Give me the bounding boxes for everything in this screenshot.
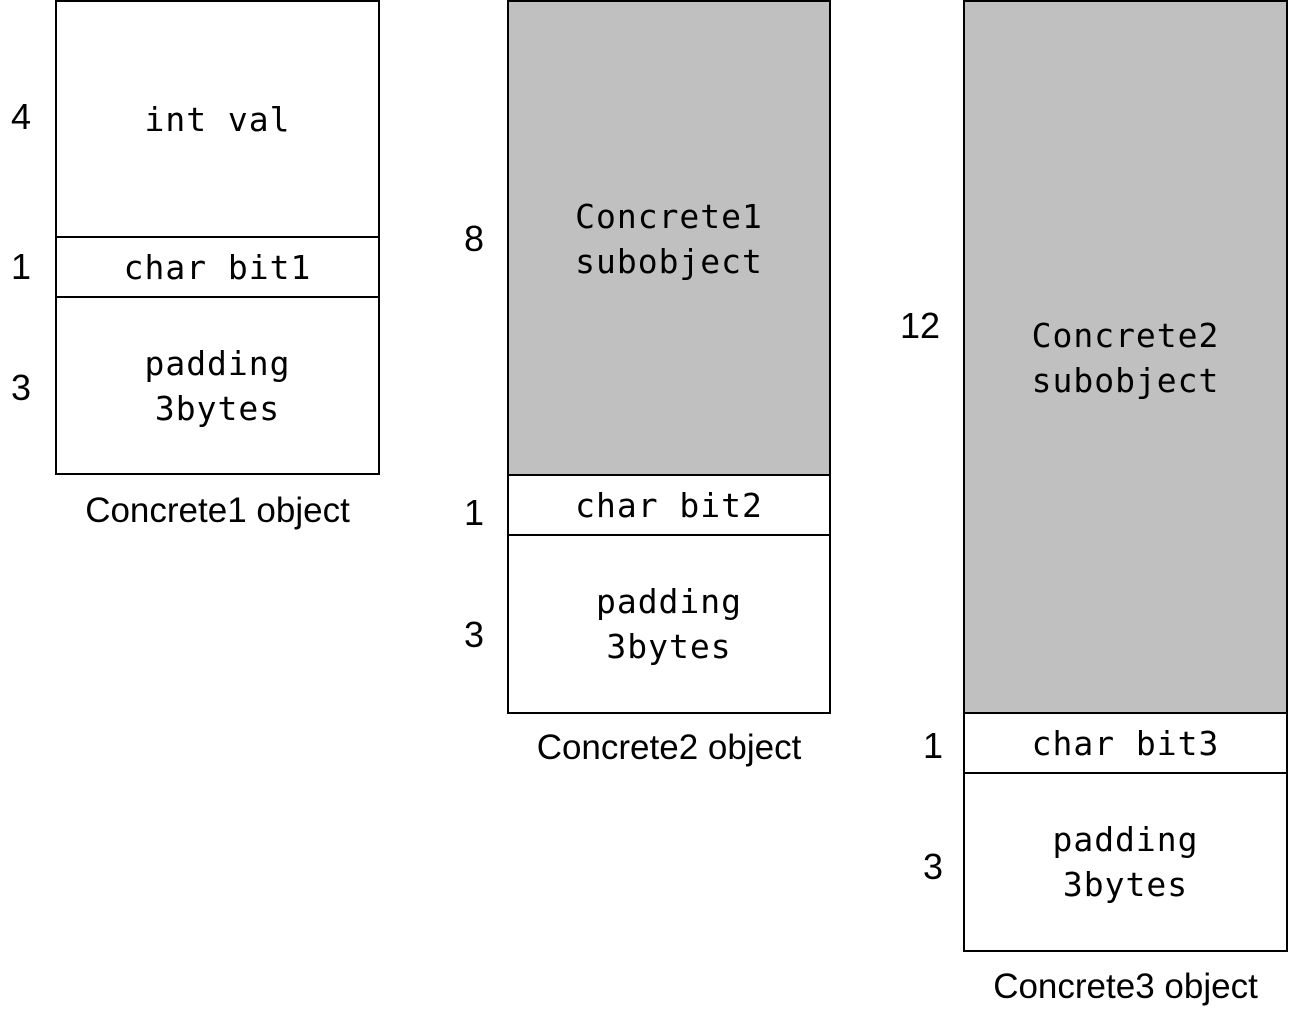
field-concrete1-subobject: Concrete1 subobject: [507, 0, 831, 477]
size-label-char-bit2: 1: [463, 492, 485, 533]
size-label-padding: 3: [463, 614, 485, 655]
field-char-bit3: char bit3: [963, 712, 1288, 774]
size-label-subobject: 12: [899, 305, 941, 346]
size-label-padding: 3: [922, 846, 944, 887]
field-int-val: int val: [55, 0, 380, 238]
field-padding: padding 3bytes: [963, 772, 1288, 952]
size-label-char-bit3: 1: [922, 725, 944, 766]
size-label-padding: 3: [10, 367, 32, 408]
size-label-char-bit1: 1: [10, 246, 32, 287]
field-char-bit1: char bit1: [55, 236, 380, 298]
object-caption: Concrete1 object: [85, 491, 350, 530]
object-caption: Concrete3 object: [993, 967, 1258, 1006]
field-char-bit2: char bit2: [507, 474, 831, 536]
size-label-int-val: 4: [10, 96, 32, 137]
size-label-subobject: 8: [463, 218, 485, 259]
field-padding: padding 3bytes: [507, 534, 831, 714]
field-concrete2-subobject: Concrete2 subobject: [963, 0, 1288, 715]
field-padding: padding 3bytes: [55, 296, 380, 475]
object-caption: Concrete2 object: [536, 728, 802, 767]
